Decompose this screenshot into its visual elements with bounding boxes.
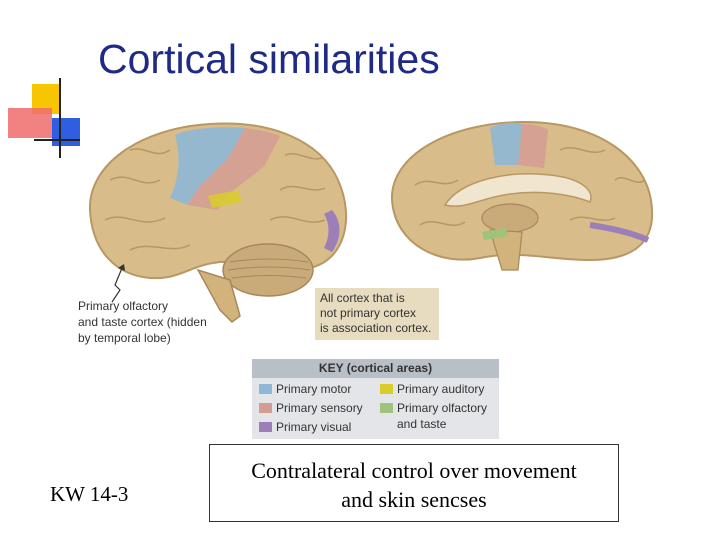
- visual-swatch-icon: [259, 422, 272, 432]
- key-item-motor: Primary motor: [276, 382, 352, 396]
- key-item-olfactory: Primary olfactory: [397, 401, 488, 415]
- olfactory-label: Primary olfactory and taste cortex (hidd…: [78, 298, 207, 346]
- brain-illustrations: [88, 120, 654, 323]
- reference-label: KW 14-3: [50, 482, 129, 506]
- olfactory-label-line: Primary olfactory: [78, 299, 169, 313]
- sensory-swatch-icon: [259, 403, 272, 413]
- caption-line: Contralateral control over movement: [251, 458, 577, 483]
- slide-logo-icon: [8, 78, 80, 158]
- key-item-auditory: Primary auditory: [397, 382, 485, 396]
- association-note-line: All cortex that is: [320, 291, 405, 305]
- key-item-sensory: Primary sensory: [276, 401, 363, 415]
- lateral-brain: [88, 122, 347, 323]
- caption-line: and skin sencses: [341, 487, 487, 512]
- motor-swatch-icon: [259, 384, 272, 394]
- slide-title: Cortical similarities: [98, 36, 440, 82]
- olfactory-label-line: and taste cortex (hidden: [78, 315, 207, 329]
- cortical-areas-key: KEY (cortical areas) Primary motor Prima…: [252, 359, 499, 439]
- olfactory-swatch-icon: [380, 403, 393, 413]
- olfactory-label-line: by temporal lobe): [78, 331, 171, 345]
- association-cortex-note: All cortex that is not primary cortex is…: [315, 288, 439, 340]
- key-item-olfactory-line2: and taste: [397, 417, 447, 431]
- auditory-swatch-icon: [380, 384, 393, 394]
- caption-box: Contralateral control over movement and …: [209, 444, 619, 522]
- key-item-visual: Primary visual: [276, 420, 352, 434]
- association-note-line: not primary cortex: [320, 306, 417, 320]
- key-title: KEY (cortical areas): [252, 359, 499, 378]
- association-note-line: is association cortex.: [320, 321, 432, 335]
- medial-brain: [390, 120, 654, 271]
